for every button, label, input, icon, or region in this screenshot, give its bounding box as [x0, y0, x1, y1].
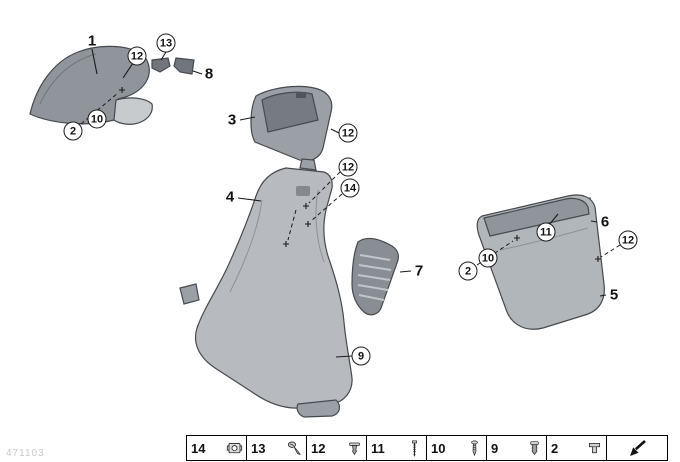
part-7-shape	[351, 237, 399, 316]
bracket-13-shape	[151, 57, 171, 73]
screw-icon	[287, 441, 301, 455]
callout-12-a[interactable]: 12	[127, 46, 147, 66]
part-1-pocket	[113, 97, 153, 125]
legend-label-12: 12	[311, 440, 326, 456]
callout-13[interactable]: 13	[156, 33, 176, 53]
legend-cell-2[interactable]: 2	[547, 436, 607, 460]
fastener-markers	[119, 87, 601, 262]
legend-label-2: 2	[551, 440, 559, 456]
part-4-top-tab	[299, 158, 317, 171]
legend-cell-9[interactable]: 9	[487, 436, 547, 460]
part-label-3[interactable]: 3	[227, 111, 237, 129]
part-4-foot	[296, 399, 341, 418]
legend-label-14: 14	[191, 440, 206, 456]
legend-label-11: 11	[371, 440, 385, 456]
legend-label-9: 9	[491, 440, 499, 456]
legend-cell-13[interactable]: 13	[247, 436, 307, 460]
callout-14[interactable]: 14	[340, 178, 360, 198]
fastener-legend: 14 13 12 11	[186, 435, 668, 461]
long-screw-icon	[412, 440, 417, 457]
tapping-screw-icon	[471, 440, 478, 456]
back-arrow-icon	[629, 440, 646, 456]
callout-12-d[interactable]: 12	[618, 230, 638, 250]
clip-icon	[589, 442, 600, 453]
part-label-8[interactable]: 8	[204, 65, 214, 83]
legend-cell-11[interactable]: 11	[367, 436, 427, 460]
callout-11[interactable]: 11	[536, 222, 556, 242]
part-label-1[interactable]: 1	[87, 32, 97, 50]
legend-cell-10[interactable]: 10	[427, 436, 487, 460]
legend-label-10: 10	[431, 440, 446, 456]
callout-9[interactable]: 9	[351, 346, 371, 366]
part-shapes	[29, 45, 605, 418]
part-label-7[interactable]: 7	[414, 262, 424, 280]
callout-12-c[interactable]: 12	[338, 157, 358, 177]
part-4-left-tab	[179, 283, 200, 305]
part-label-6[interactable]: 6	[600, 213, 610, 231]
callout-12-b[interactable]: 12	[338, 123, 358, 143]
part-4-shape	[194, 167, 353, 409]
part-label-5[interactable]: 5	[609, 286, 619, 304]
legend-label-13: 13	[251, 440, 266, 456]
callout-2-b[interactable]: 2	[458, 261, 478, 281]
part-label-4[interactable]: 4	[225, 188, 235, 206]
legend-cell-arrow[interactable]	[607, 436, 667, 460]
watermark: 471103	[6, 448, 45, 459]
callout-10-b[interactable]: 10	[478, 248, 498, 268]
cage-nut-icon	[226, 442, 243, 453]
leader-lines	[91, 48, 607, 358]
legend-cell-12[interactable]: 12	[307, 436, 367, 460]
grommet-icon	[530, 440, 539, 455]
callout-2-a[interactable]: 2	[63, 121, 83, 141]
expansion-rivet-icon	[349, 442, 360, 455]
part-5-strip	[483, 197, 590, 237]
legend-cell-14[interactable]: 14	[187, 436, 247, 460]
callout-10-a[interactable]: 10	[87, 109, 107, 129]
bracket-8-shape	[173, 57, 195, 75]
